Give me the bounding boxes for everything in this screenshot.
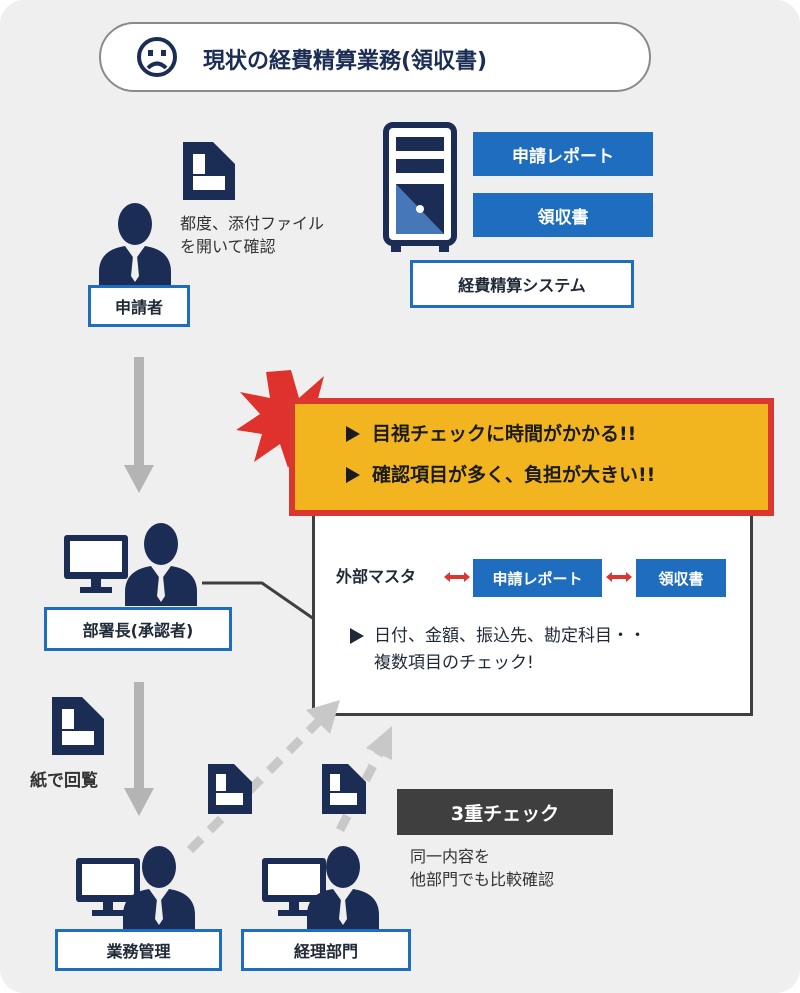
system-label: 経費精算システム	[410, 260, 634, 308]
system-item-report: 申請レポート	[473, 132, 653, 176]
applicant-label: 申請者	[88, 285, 190, 327]
applicant-note-line2: を開いて確認	[180, 237, 276, 256]
monitor-icon	[76, 858, 140, 916]
flow-arrow-down	[124, 682, 154, 816]
monitor-icon	[64, 535, 128, 593]
triple-check-note-line1: 同一内容を	[410, 847, 491, 866]
double-arrow-icon	[606, 572, 632, 582]
applicant-note-line1: 都度、添付ファイル	[180, 214, 325, 233]
paper-circulation-note: 紙で回覧	[30, 771, 98, 791]
flow-arrow-down	[124, 357, 154, 493]
alert-line2: 確認項目が多く、負担が大きい!!	[372, 464, 656, 486]
accounting-label: 経理部門	[241, 929, 411, 971]
document-icon	[52, 697, 104, 755]
person-icon	[307, 846, 379, 929]
server-icon	[383, 122, 457, 252]
external-master-label: 外部マスタ	[336, 567, 417, 586]
title-banner: 現状の経費精算業務(領収書)	[99, 22, 651, 92]
dashed-arrow	[186, 700, 340, 854]
operations-label: 業務管理	[55, 929, 222, 971]
document-icon	[183, 142, 235, 200]
detail-receipt-box: 領収書	[636, 559, 726, 597]
page-title: 現状の経費精算業務(領収書)	[203, 49, 488, 74]
detail-report-box: 申請レポート	[473, 559, 602, 597]
triangle-bullet-icon	[350, 628, 364, 644]
check-items-line1: 日付、金額、振込先、勘定科目・・	[374, 626, 646, 646]
manager-label: 部署長(承認者)	[44, 607, 232, 651]
triple-check-badge: 3重チェック	[397, 789, 613, 835]
person-icon	[99, 203, 171, 286]
monitor-icon	[262, 858, 326, 916]
document-icon	[208, 764, 252, 814]
dashed-arrow	[335, 726, 392, 833]
triple-check-note-line2: 他部門でも比較確認	[410, 870, 555, 889]
alert-banner	[289, 398, 774, 516]
person-icon	[125, 523, 197, 606]
document-icon	[322, 764, 366, 814]
check-items-line2: 複数項目のチェック!	[374, 653, 534, 673]
triangle-bullet-icon	[346, 426, 360, 442]
person-icon	[123, 846, 195, 929]
detail-panel	[312, 500, 753, 716]
triangle-bullet-icon	[346, 467, 360, 483]
double-arrow-icon	[444, 572, 470, 582]
connector-line	[202, 581, 315, 621]
alert-line1: 目視チェックに時間がかかる!!	[372, 423, 637, 445]
system-item-receipt: 領収書	[473, 193, 653, 237]
sad-face-icon	[137, 37, 177, 77]
